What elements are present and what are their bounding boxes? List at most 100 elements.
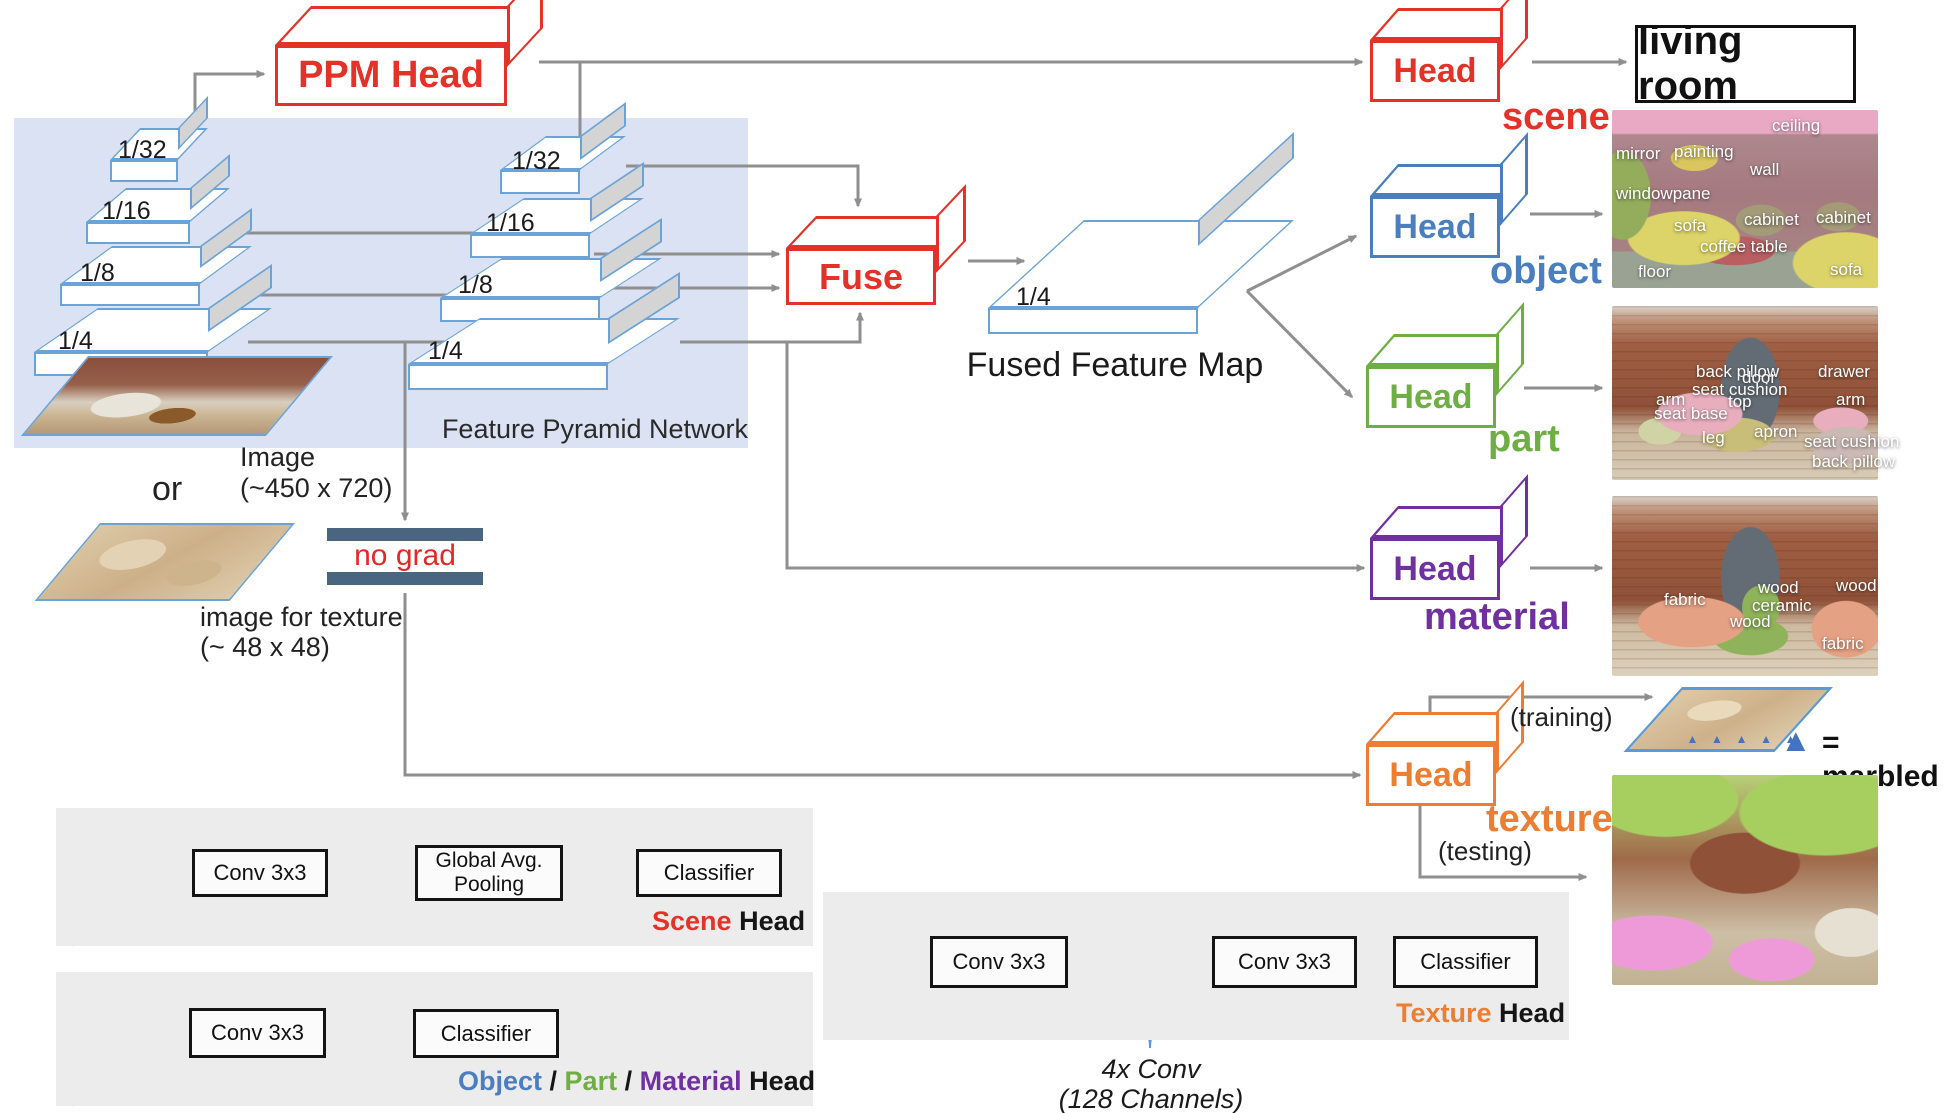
box-face [1500,0,1528,70]
box-face [507,0,543,67]
caption-material: Material [639,1066,742,1096]
scene-output-box: living room [1635,19,1856,108]
seg-label: mirror [1616,144,1661,163]
conv-label: Conv 3x3 [1238,949,1331,974]
part-segmentation-image: back pillow door drawer seat cushion arm… [1612,306,1899,480]
classifier-block: Classifier [413,1009,559,1058]
ppm-head-label: PPM Head [275,45,507,106]
object-head-label: Head [1370,196,1500,258]
caption-tag: Texture [1396,998,1492,1028]
part-head-label: Head [1366,366,1496,428]
texture-head-label: Head [1366,744,1496,806]
box-face [1500,474,1528,568]
conv-block: Conv 3x3 [192,849,328,897]
texture-segmentation-image [1612,775,1878,985]
seg-label: apron [1754,422,1798,441]
backbone-scale-label: 1/16 [102,197,151,225]
seg-label: arm [1836,390,1866,409]
fused-map-caption: Fused Feature Map [966,346,1264,384]
slab-face [500,170,580,194]
caption-rest: Head [1491,998,1566,1028]
slab-face [470,234,590,258]
backbone-scale-label: 1/8 [80,259,115,287]
caption-part: Part [564,1066,618,1096]
flow-arrow [403,593,1362,779]
seg-label: painting [1674,142,1734,161]
object-segmentation-image: ceiling mirror painting wall windowpane … [1612,110,1878,288]
seg-label: drawer [1818,362,1870,381]
seg-label: top [1728,392,1752,411]
fpn-scale-label: 1/32 [512,147,561,175]
caption-tag: Scene [652,906,732,936]
gap-label-line1: Global Avg. [435,848,543,872]
material-tag: material [1424,596,1570,638]
fpn-scale-label: 1/16 [486,209,535,237]
slab-face [60,284,200,306]
backbone-scale-label: 1/4 [58,327,93,355]
texture-image-label: image for texture [200,602,403,632]
caption-sep: / [617,1066,640,1096]
fpn-scale-label: 1/8 [458,271,493,299]
texture-tag: texture [1486,798,1613,840]
seg-label: cabinet [1816,208,1871,227]
classifier-label: Classifier [663,860,755,885]
seg-label: sofa [1674,216,1707,235]
image-label: Image [240,442,316,472]
no-grad-label: no grad [354,539,456,572]
box-face [936,183,966,273]
conv-block: Conv 3x3 [1212,936,1357,988]
or-label: or [152,470,183,508]
part-tag: part [1488,418,1560,460]
caption-sep: / [542,1066,565,1096]
seg-label: coffee table [1700,237,1788,256]
conv-label: Conv 3x3 [213,860,307,885]
caption-rest: Head [741,1066,816,1096]
classifier-label: Classifier [440,1020,532,1046]
gap-label-line2: Pooling [453,873,525,896]
seg-label: windowpane [1616,184,1711,203]
slab-face [110,160,178,182]
seg-label: wood [1836,576,1877,595]
slab-face [86,222,190,244]
seg-label: wood [1730,612,1771,631]
seg-label: fabric [1822,634,1864,653]
seg-label: floor [1638,262,1672,281]
box-face [275,6,544,45]
seg-label: door [1742,368,1777,387]
seg-label: seat cushion [1804,432,1900,451]
scene-head-panel-caption: Scene Head [652,906,805,937]
texture-image-slab [34,523,295,601]
training-label: (training) [1510,702,1613,732]
testing-label: (testing) [1438,836,1532,866]
seg-label: leg [1702,428,1725,447]
object-tag: object [1490,250,1602,292]
opm-head-panel-caption: Object / Part / Material Head [458,1066,815,1097]
no-grad-bar-bottom [327,572,483,585]
seg-label: seat base [1654,404,1728,423]
caption-rest: Head [731,906,806,936]
scene-tag: scene [1502,96,1610,138]
seg-label: back pillow [1696,362,1780,381]
slab-face [988,308,1198,334]
box-face [1500,132,1528,226]
seg-label: cabinet [1744,210,1799,229]
classifier-block: Classifier [636,849,782,897]
conv-block: Conv 3x3 [189,1008,326,1058]
seg-label: wall [1750,160,1780,179]
seg-label: arm [1656,390,1686,409]
caption-object: Object [458,1066,543,1096]
seg-label: back pillow [1812,452,1896,471]
fuse-label: Fuse [786,248,936,305]
fpn-caption: Feature Pyramid Network [441,414,749,444]
image-size-label: (~450 x 720) [240,473,393,503]
material-head-label: Head [1370,538,1500,600]
box-face [1496,302,1524,396]
texture-head-panel-caption: Texture Head [1396,998,1565,1029]
no-grad-bar-top [327,528,483,541]
classifier-block: Classifier [1393,936,1538,988]
slab-face [408,364,608,390]
seg-label: wood [1758,578,1799,597]
global-avg-pooling-block: Global Avg. Pooling [415,845,563,901]
marbled-legend-icon: ▲ [1780,722,1812,758]
